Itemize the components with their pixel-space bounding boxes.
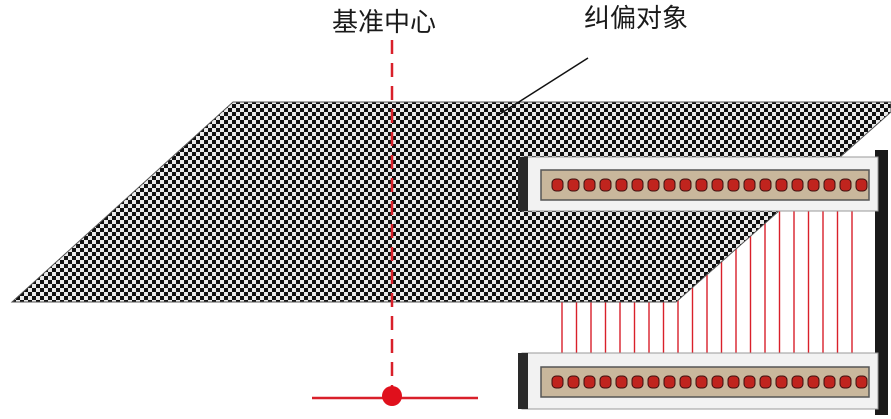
led-icon bbox=[727, 178, 740, 192]
sensor-bracket bbox=[875, 150, 888, 415]
led-icon bbox=[759, 375, 772, 389]
led-icon bbox=[647, 375, 660, 389]
led-icon bbox=[695, 178, 708, 192]
led-icon bbox=[551, 375, 564, 389]
lower-sensor-head bbox=[518, 352, 879, 410]
led-icon bbox=[567, 178, 580, 192]
led-icon bbox=[567, 375, 580, 389]
led-icon bbox=[743, 178, 756, 192]
led-icon bbox=[663, 178, 676, 192]
led-icon bbox=[791, 375, 804, 389]
led-icon bbox=[631, 375, 644, 389]
led-icon bbox=[647, 178, 660, 192]
led-icon bbox=[743, 375, 756, 389]
led-icon bbox=[663, 375, 676, 389]
led-icon bbox=[551, 178, 564, 192]
led-icon bbox=[823, 375, 836, 389]
led-icon bbox=[583, 375, 596, 389]
object-leader-line bbox=[499, 57, 589, 115]
lower-led-array bbox=[551, 375, 868, 389]
led-icon bbox=[711, 375, 724, 389]
upper-led-array bbox=[551, 178, 868, 192]
led-icon bbox=[583, 178, 596, 192]
led-icon bbox=[759, 178, 772, 192]
led-icon bbox=[775, 178, 788, 192]
led-icon bbox=[855, 178, 868, 192]
led-icon bbox=[695, 375, 708, 389]
reference-center-label: 基准中心 bbox=[332, 8, 437, 38]
led-icon bbox=[679, 375, 692, 389]
led-icon bbox=[615, 375, 628, 389]
led-icon bbox=[791, 178, 804, 192]
led-icon bbox=[807, 178, 820, 192]
led-icon bbox=[727, 375, 740, 389]
led-icon bbox=[615, 178, 628, 192]
led-icon bbox=[855, 375, 868, 389]
correction-object-label: 纠偏对象 bbox=[584, 4, 689, 34]
led-icon bbox=[823, 178, 836, 192]
led-icon bbox=[599, 375, 612, 389]
led-icon bbox=[839, 178, 852, 192]
led-icon bbox=[775, 375, 788, 389]
led-icon bbox=[631, 178, 644, 192]
led-icon bbox=[839, 375, 852, 389]
upper-sensor-head bbox=[518, 156, 879, 212]
red-dot-icon bbox=[382, 386, 402, 406]
led-icon bbox=[807, 375, 820, 389]
led-icon bbox=[711, 178, 724, 192]
led-icon bbox=[599, 178, 612, 192]
led-icon bbox=[679, 178, 692, 192]
